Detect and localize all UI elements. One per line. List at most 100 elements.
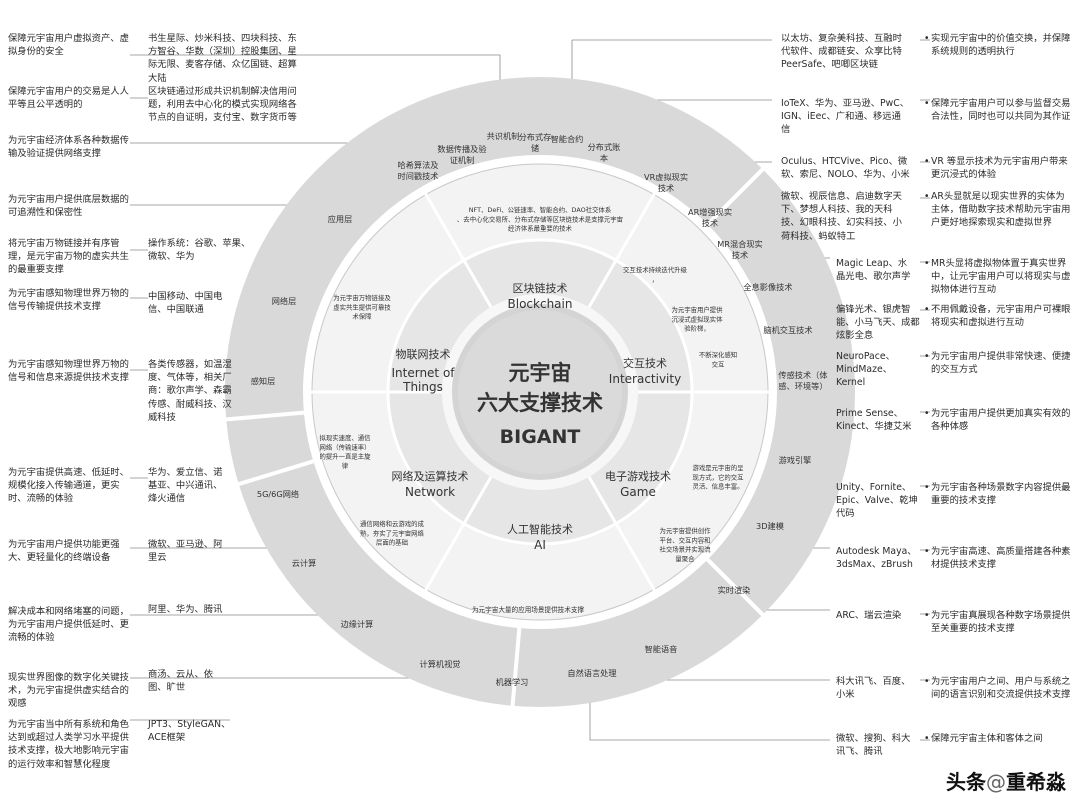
outer-label-14: 3D建模	[756, 521, 784, 531]
right-company-12: 科大讯飞、百度、小米	[836, 676, 911, 701]
right-company-11: ARC、瑞云渲染	[836, 610, 902, 621]
outer-label-13: 游戏引擎	[779, 455, 812, 465]
left-company-10: JPT3、StyleGAN、ACE框架	[148, 719, 231, 744]
center-title-2: 六大支撑技术	[477, 391, 603, 415]
core-tech-2-cn: 交互技术	[623, 356, 667, 370]
outer-label-16: 智能语音	[645, 644, 678, 654]
left-company-6: 华为、爱立信、诺基亚、中兴通讯、烽火通信	[148, 467, 223, 505]
outer-label-24: 网络层	[272, 296, 297, 306]
left-company-1: 书生星际、炒米科技、四块科技、东方智谷、华数（深圳）控股集团、星际无限、麦客存储…	[148, 33, 297, 84]
left-company-5: 各类传感器，如温湿度、气体等，相关厂商：歌尔声学、森霸传感、耐威科技、汉威科技	[148, 359, 232, 423]
left-company-7: 微软、亚马逊、阿里云	[148, 539, 223, 564]
outer-label-19: 计算机视觉	[420, 659, 461, 669]
mid-note-1: NFT、DeFi、公链速率、智能合约、DAO社交体系、去中心化交易所、分布式存储…	[457, 205, 623, 233]
right-note-1: 实现元宇宙中的价值交换，并保障系统规则的透明执行	[924, 32, 1071, 58]
right-note-3: VR 等显示技术为元宇宙用户带来更沉浸式的体验	[924, 155, 1071, 181]
right-company-13: 微软、搜狗、科大讯飞、腾讯	[836, 733, 911, 758]
right-note-10: 为元宇宙高速、高质量搭建各种素材提供技术支撑	[924, 545, 1071, 571]
left-note-7: 为元宇宙感知物理世界万物的信号和信息来源提供技术支撑	[8, 359, 129, 384]
right-note-8: 为元宇宙用户提供更加真实有效的各种体感	[924, 407, 1071, 433]
mid-note-7: 为元宇宙大量的应用场景提供技术支撑	[472, 605, 584, 614]
right-note-11: 为元宇宙真展现各种数字场景提供至关重要的技术支撑	[924, 609, 1071, 635]
outer-label-2: 数据传播及验证机制	[437, 144, 486, 165]
center-disc-inner	[458, 310, 622, 474]
outer-label-22: 5G/6G网络	[257, 489, 299, 499]
core-tech-1-cn: 区块链技术	[513, 281, 568, 295]
right-note-4: AR头显就是以现实世界的实体为主体，借助数字技术帮助元宇宙用户更好地探索现实和虚…	[924, 190, 1071, 230]
right-company-10: Autodesk Maya、3dsMax、zBrush	[836, 546, 917, 571]
right-company-7: NeuroPace、MindMaze、Kernel	[836, 351, 895, 389]
center-title-3: BIGANT	[500, 426, 581, 448]
outer-label-20: 边缘计算	[341, 619, 374, 629]
outer-label-12: 传感技术（体感、环境等）	[778, 370, 827, 391]
right-note-13: 保障元宇宙主体和客体之间	[924, 732, 1071, 745]
mid-note-9: 拟现实速度、通信网络（传输速率）的提升一直是主旋律	[319, 433, 371, 470]
outer-label-3: 共识机制	[487, 131, 520, 141]
left-note-3: 为元宇宙经济体系各种数据传输及验证提供网络支撑	[8, 135, 129, 160]
inner-ring-separators	[311, 192, 769, 592]
right-note-6: 不用佩戴设备，元宇宙用户可裸眼将现实和虚拟进行互动	[924, 303, 1071, 329]
core-tech-6-cn: 物联网技术	[396, 347, 451, 361]
left-note-12: 为元宇宙当中所有系统和角色达到或超过人类学习水平提供技术支撑，极大地影响元宇宙的…	[8, 719, 129, 770]
outer-label-1: 哈希算法及时间戳技术	[398, 160, 439, 181]
right-company-4: 微软、视辰信息、启迪数字天下、梦想人科技、我的天科技、幻眼科技、幻实科技、小荷科…	[781, 191, 902, 242]
left-note-9: 为元宇宙用户提供功能更强大、更轻量化的终端设备	[8, 539, 120, 564]
left-company-2: 区块链通过形成共识机制解决信用问题，利用去中心化的模式实现网络各节点的自证明，支…	[148, 86, 297, 124]
outer-label-18: 机器学习	[496, 677, 529, 687]
left-note-8: 为元宇宙提供高速、低延时、规模化接入传输通道，更实时、流畅的体验	[8, 467, 129, 505]
outer-label-8: AR增强现实技术	[688, 207, 732, 228]
right-company-1: 以太坊、复杂美科技、互融时代软件、成都链安、众享比特PeerSafe、吧唧区块链	[781, 33, 902, 71]
right-note-7: 为元宇宙用户提供非常快速、便捷的交互方式	[924, 350, 1071, 376]
left-company-4: 中国移动、中国电信、中国联通	[148, 291, 223, 316]
core-tech-5-cn: 网络及运算技术	[392, 469, 469, 483]
core-tech-2-en: Interactivity	[609, 372, 681, 386]
outer-ring-separators	[225, 167, 765, 707]
right-note-5: MR头显将虚拟物体置于真实世界中，让元宇宙用户可以将现实与虚拟物体进行互动	[924, 257, 1071, 297]
outer-label-10: 全息影像技术	[743, 282, 792, 292]
core-tech-5-en: Network	[405, 485, 455, 499]
right-note-9: 为元宇宙各种场景数字内容提供最重要的技术支撑	[924, 481, 1071, 507]
core-tech-1-en: Blockchain	[508, 297, 573, 311]
right-company-9: Unity、Fornite、Epic、Valve、乾坤代码	[836, 482, 918, 520]
core-ring-separators	[388, 259, 692, 525]
left-note-2: 保障元宇宙用户的交易是人人平等且公平透明的	[8, 86, 129, 111]
outer-label-5: 智能合约	[551, 134, 584, 144]
mid-note-10: 为元宇宙万物链接及虚实共生提供可靠技术保障	[333, 293, 391, 321]
left-company-9: 商汤、云从、依图、旷世	[148, 669, 214, 694]
right-company-3: Oculus、HTCVive、Pico、微软、索尼、NOLO、华为、小米	[781, 156, 910, 181]
mid-note-5: 游戏是元宇宙的呈现方式，它的交互灵活、信息丰富。	[692, 463, 744, 491]
mid-note-4: 不断深化感知交互	[699, 350, 737, 368]
left-company-3: 操作系统：谷歌、苹果、微软、华为	[148, 238, 251, 263]
mid-note-6: 为元宇宙提供创作平台、交互内容和社交场景并实现流量聚合	[659, 526, 711, 563]
left-note-10: 解决成本和网络堵塞的问题，为元宇宙用户提供低延时、更流畅的体验	[8, 606, 129, 644]
right-note-2: 保障元宇宙用户可以参与监督交易合法性，同时也可以共同为其作证	[924, 97, 1071, 123]
outer-label-6: 分布式账本	[588, 142, 621, 163]
mid-note-8: 通信网络和云游戏的成熟，夯实了元宇宙网络层面的基础	[360, 519, 425, 547]
core-tech-3-cn: 电子游戏技术	[605, 470, 671, 483]
watermark: 头条@重希淼	[944, 766, 1068, 795]
left-note-11: 现实世界图像的数字化关键技术，为元宇宙提供虚实结合的观感	[8, 672, 129, 710]
right-company-6: 偏锋光术、银虎智能、小马飞天、成都炫影全息	[836, 304, 920, 342]
core-tech-4-cn: 人工智能技术	[507, 522, 573, 536]
ring-texts: 区块链技术 Blockchain 交互技术 Interactivity 电子游戏技术 Ga…	[251, 131, 828, 687]
left-note-1: 保障元宇宙用户虚拟资产、虚拟身份的安全	[8, 33, 129, 58]
mid-note-3: 为元宇宙用户提供沉浸式虚拟现实体验阶梯，	[671, 305, 723, 333]
right-company-5: Magic Leap、水晶光电、歌尔声学	[836, 258, 911, 283]
left-note-5: 将元宇宙万物链接并有序管理，是元宇宙万物的虚实共生的最重要支撑	[8, 238, 129, 276]
core-tech-4-en: AI	[534, 538, 546, 552]
center-title-1: 元宇宙	[509, 361, 572, 385]
left-note-4: 为元宇宙用户提供底层数据的可追溯性和保密性	[8, 194, 129, 219]
outer-label-11: 脑机交互技术	[763, 325, 812, 335]
outer-label-17: 自然语言处理	[567, 668, 616, 678]
left-note-6: 为元宇宙感知物理世界万物的信号传输提供技术支撑	[8, 288, 129, 313]
outer-label-7: VR虚拟现实技术	[644, 172, 688, 193]
outer-label-9: MR混合现实技术	[717, 239, 763, 260]
outer-label-4: 分布式存储	[519, 132, 552, 153]
outer-label-21: 云计算	[292, 558, 317, 568]
outer-label-25: 应用层	[328, 214, 353, 224]
left-company-8: 阿里、华为、腾讯	[148, 604, 223, 615]
mid-note-2: 交互技术持续迭代升级，	[623, 265, 688, 283]
core-tech-3-en: Game	[620, 485, 656, 499]
